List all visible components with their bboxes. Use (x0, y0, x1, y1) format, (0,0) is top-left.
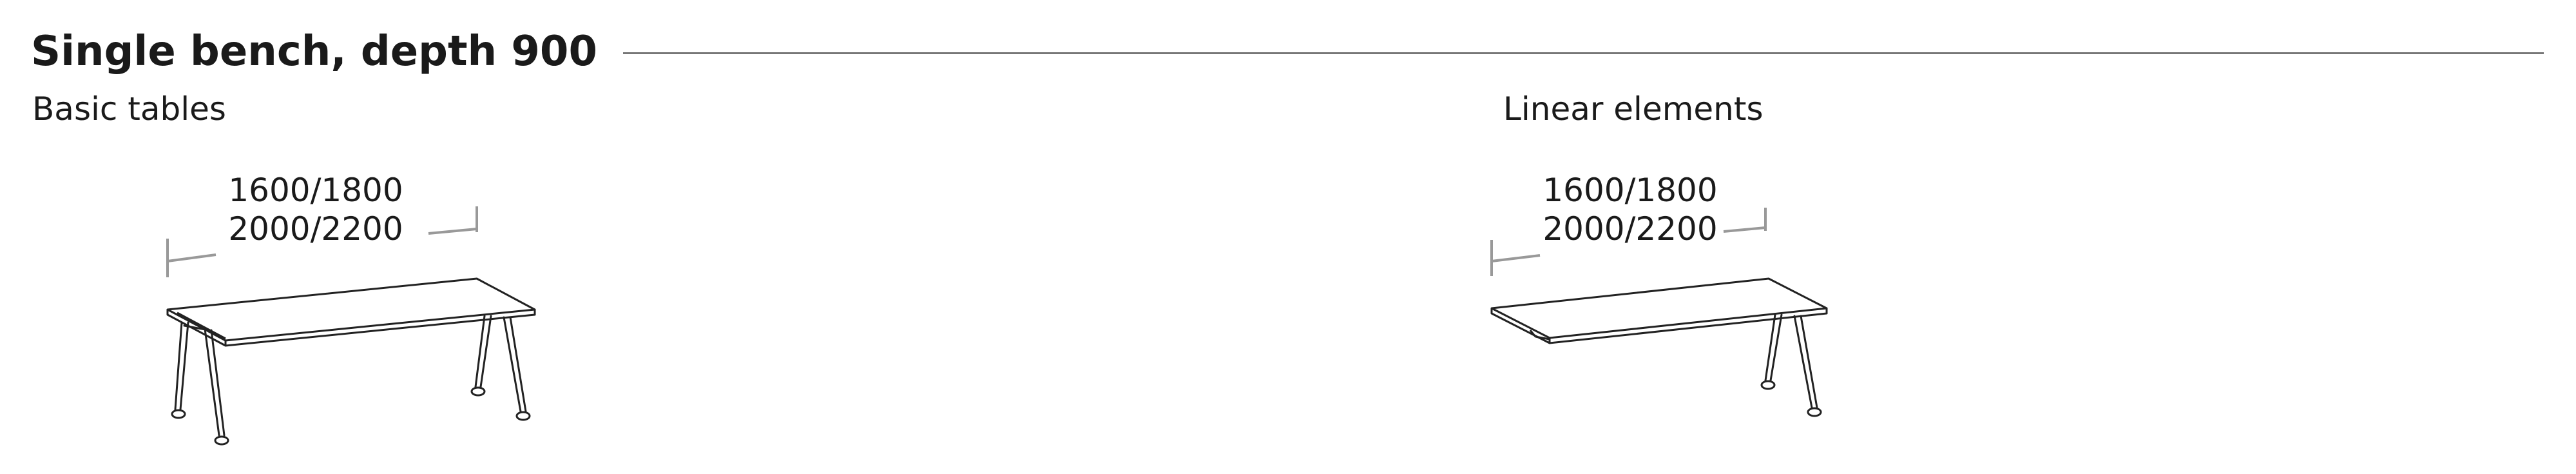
section-basic-tables: Basic tables (32, 90, 226, 128)
dimension-label-linear-elements: 1600/1800 2000/2200 (1533, 171, 1727, 248)
dimension-width-line2: 2000/2200 (228, 210, 403, 248)
title-divider (622, 52, 2544, 54)
bench-table-drawing-icon (166, 206, 536, 446)
dimension-width-line1: 1600/1800 (1543, 172, 1718, 209)
page-header: Single bench, depth 900 (31, 19, 2544, 84)
page-title: Single bench, depth 900 (31, 28, 597, 75)
linear-element-drawing-icon (1490, 208, 1828, 417)
dimension-label-basic-tables: 1600/1800 2000/2200 (219, 171, 412, 248)
dimension-width-line2: 2000/2200 (1543, 210, 1718, 248)
section-label-basic-tables: Basic tables (32, 90, 226, 128)
section-label-linear-elements: Linear elements (1503, 90, 1764, 128)
dimension-width-line1: 1600/1800 (228, 172, 403, 209)
section-linear-elements: Linear elements (1503, 90, 1764, 128)
